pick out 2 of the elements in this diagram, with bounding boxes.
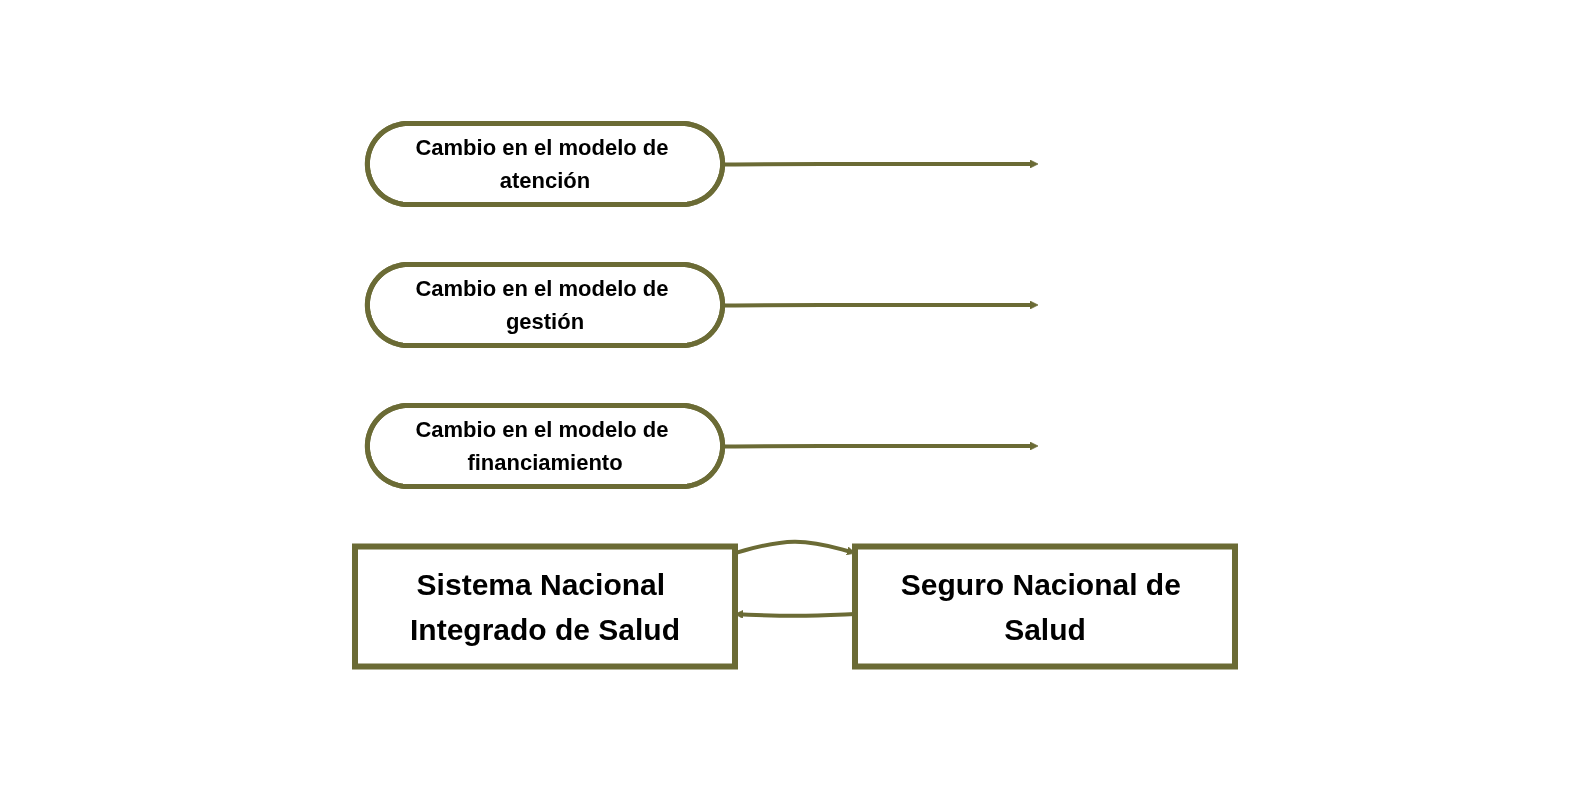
- node-box: Seguro Nacional de Salud: [851, 543, 1238, 669]
- node-box: Sistema Nacional Integrado de Salud: [351, 543, 738, 669]
